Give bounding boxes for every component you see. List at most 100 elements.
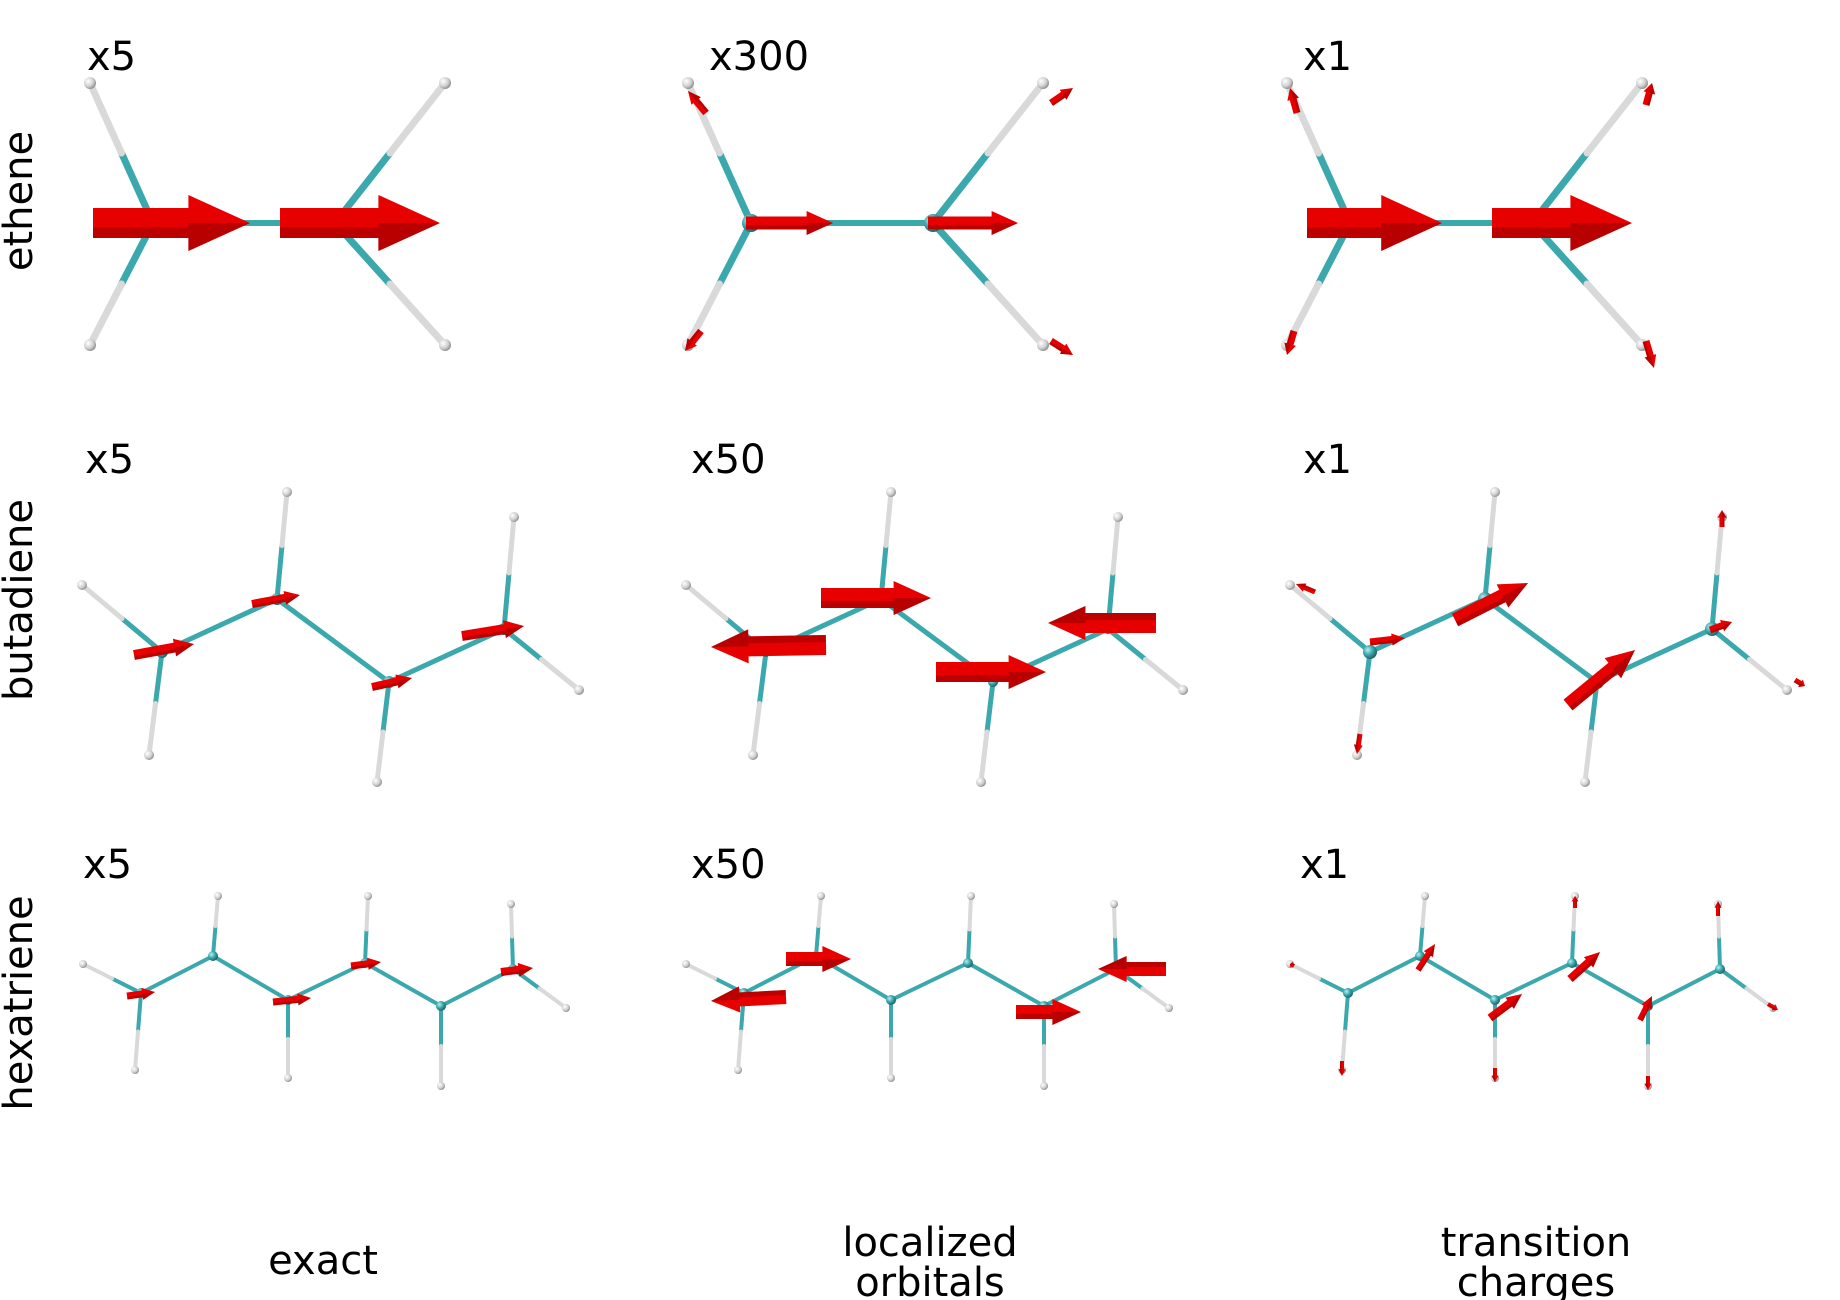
arrow-shaft — [1642, 91, 1653, 106]
hydrogen-atom — [1037, 77, 1049, 89]
carbon-atom — [963, 958, 973, 968]
ch-bond-hydrogen-half — [537, 986, 568, 1010]
ch-bond-hydrogen-half — [967, 894, 973, 932]
arrow-shaft — [1451, 589, 1507, 627]
dipole-arrow — [1492, 195, 1632, 251]
ch-bond-hydrogen-half — [683, 582, 729, 621]
arrow-shaft-shade — [1051, 95, 1066, 106]
dipole-arrow — [1369, 633, 1405, 646]
arrow-head-shade — [1052, 1012, 1081, 1025]
hydrogen-atom — [887, 1074, 895, 1082]
cc-bond — [1482, 596, 1600, 685]
arrow-shaft — [1286, 330, 1298, 347]
arrow-shaft-shade — [738, 990, 786, 998]
arrow-head-shade — [1381, 223, 1442, 251]
hexatriene-molecule — [79, 892, 570, 1090]
arrow-head-shade — [1295, 583, 1307, 588]
arrow-shaft — [1646, 1076, 1650, 1085]
ch-bond-carbon-half — [1482, 543, 1493, 602]
ch-bond-hydrogen-half — [386, 280, 449, 349]
hydrogen-atom — [77, 580, 87, 590]
arrow-shaft-shade — [1125, 962, 1166, 967]
ch-bond-carbon-half — [1327, 616, 1373, 655]
arrow-shaft — [1340, 1061, 1344, 1071]
carbon-atom — [1715, 964, 1725, 974]
arrow-shaft — [688, 328, 704, 345]
arrow-shaft-shade — [1793, 680, 1801, 686]
hydrogen-atom — [748, 750, 758, 760]
ch-bond-hydrogen-half — [1582, 729, 1594, 785]
dipole-arrow — [280, 195, 440, 251]
column-label-localized-line1: localized — [842, 1220, 1017, 1266]
arrow-shaft-shade — [351, 964, 370, 970]
arrow-shaft-shade — [1370, 640, 1394, 646]
dipole-arrow — [685, 328, 704, 352]
scale-label-hexatriene-exact: x5 — [83, 842, 132, 888]
arrow-shaft-shade — [1647, 92, 1653, 106]
ch-bond-carbon-half — [757, 649, 769, 706]
cc-bond — [139, 954, 215, 995]
ch-bond-hydrogen-half — [1420, 894, 1427, 928]
hydrogen-atom — [1040, 1082, 1048, 1090]
arrow-shaft — [251, 593, 287, 608]
hydrogen-atom — [734, 1066, 742, 1074]
ch-bond-carbon-half — [1709, 626, 1752, 662]
arrow-shaft — [133, 642, 177, 660]
arrow-head-shade — [1722, 622, 1732, 632]
butadiene-molecule — [681, 487, 1188, 787]
arrow-shaft — [1307, 208, 1383, 238]
scale-label-ethene-exact: x5 — [87, 34, 136, 80]
scale-labels: x5 x300 x1 x5 x50 x1 x5 x50 x1 — [83, 34, 1352, 888]
ch-bond-carbon-half — [1717, 934, 1722, 971]
dipole-arrow — [1487, 994, 1523, 1022]
scale-label-ethene-localized: x300 — [709, 34, 809, 80]
arrow-head-shade — [1612, 649, 1636, 679]
arrow-shaft — [1563, 662, 1619, 711]
dipole-arrow — [1637, 996, 1653, 1022]
hydrogen-atom — [439, 77, 451, 89]
dipole-arrow — [711, 629, 827, 664]
dipole-arrow — [500, 962, 534, 977]
ch-bond-hydrogen-half — [506, 514, 517, 576]
hydrogen-atom — [282, 487, 292, 497]
arrow-head-shade — [518, 968, 534, 977]
arrow-shaft-shade — [786, 961, 824, 966]
arrow-shaft-shade — [1049, 341, 1064, 353]
cc-bond — [1346, 954, 1422, 995]
arrow-head-shade — [991, 223, 1018, 235]
arrow-shaft-shade — [928, 224, 993, 230]
arrow-shaft — [1567, 958, 1592, 982]
arrow-head-shade — [1289, 88, 1299, 100]
arrow-head-shade — [1048, 606, 1086, 623]
arrow-head-shade — [1798, 683, 1805, 688]
dipole-arrow — [1295, 583, 1316, 595]
arrow-shaft-shade — [1766, 1004, 1775, 1010]
ch-bond-carbon-half — [966, 927, 972, 965]
hydrogen-atom — [144, 750, 154, 760]
arrow-shaft-shade — [1418, 953, 1432, 972]
dipole-arrow — [126, 987, 156, 1000]
arrow-shaft — [821, 588, 895, 608]
arrow-shaft-shade — [127, 994, 144, 1000]
hydrogen-atom — [364, 892, 372, 900]
ch-bond-carbon-half — [1105, 626, 1148, 662]
scale-label-butadiene-transition: x1 — [1303, 437, 1352, 483]
carbon-atom — [436, 1001, 446, 1011]
arrow-shaft — [126, 990, 144, 1000]
cc-bond — [363, 961, 443, 1008]
arrow-shaft — [1642, 340, 1655, 358]
arrow-shaft-shade — [1569, 669, 1619, 711]
arrow-head-shade — [1718, 901, 1722, 908]
hydrogen-atom — [1580, 777, 1590, 787]
dipole-arrow — [461, 620, 524, 641]
arrow-shaft-shade — [696, 97, 709, 113]
hydrogen-atom — [967, 892, 975, 900]
hydrogen-atom — [976, 777, 986, 787]
cc-bond — [274, 596, 392, 685]
arrow-shaft — [746, 216, 808, 230]
cc-bond — [1646, 967, 1722, 1008]
arrow-head-shade — [1338, 1069, 1342, 1076]
column-labels: exact localized orbitals transition char… — [268, 1220, 1631, 1300]
arrow-shaft-shade — [936, 675, 1010, 682]
